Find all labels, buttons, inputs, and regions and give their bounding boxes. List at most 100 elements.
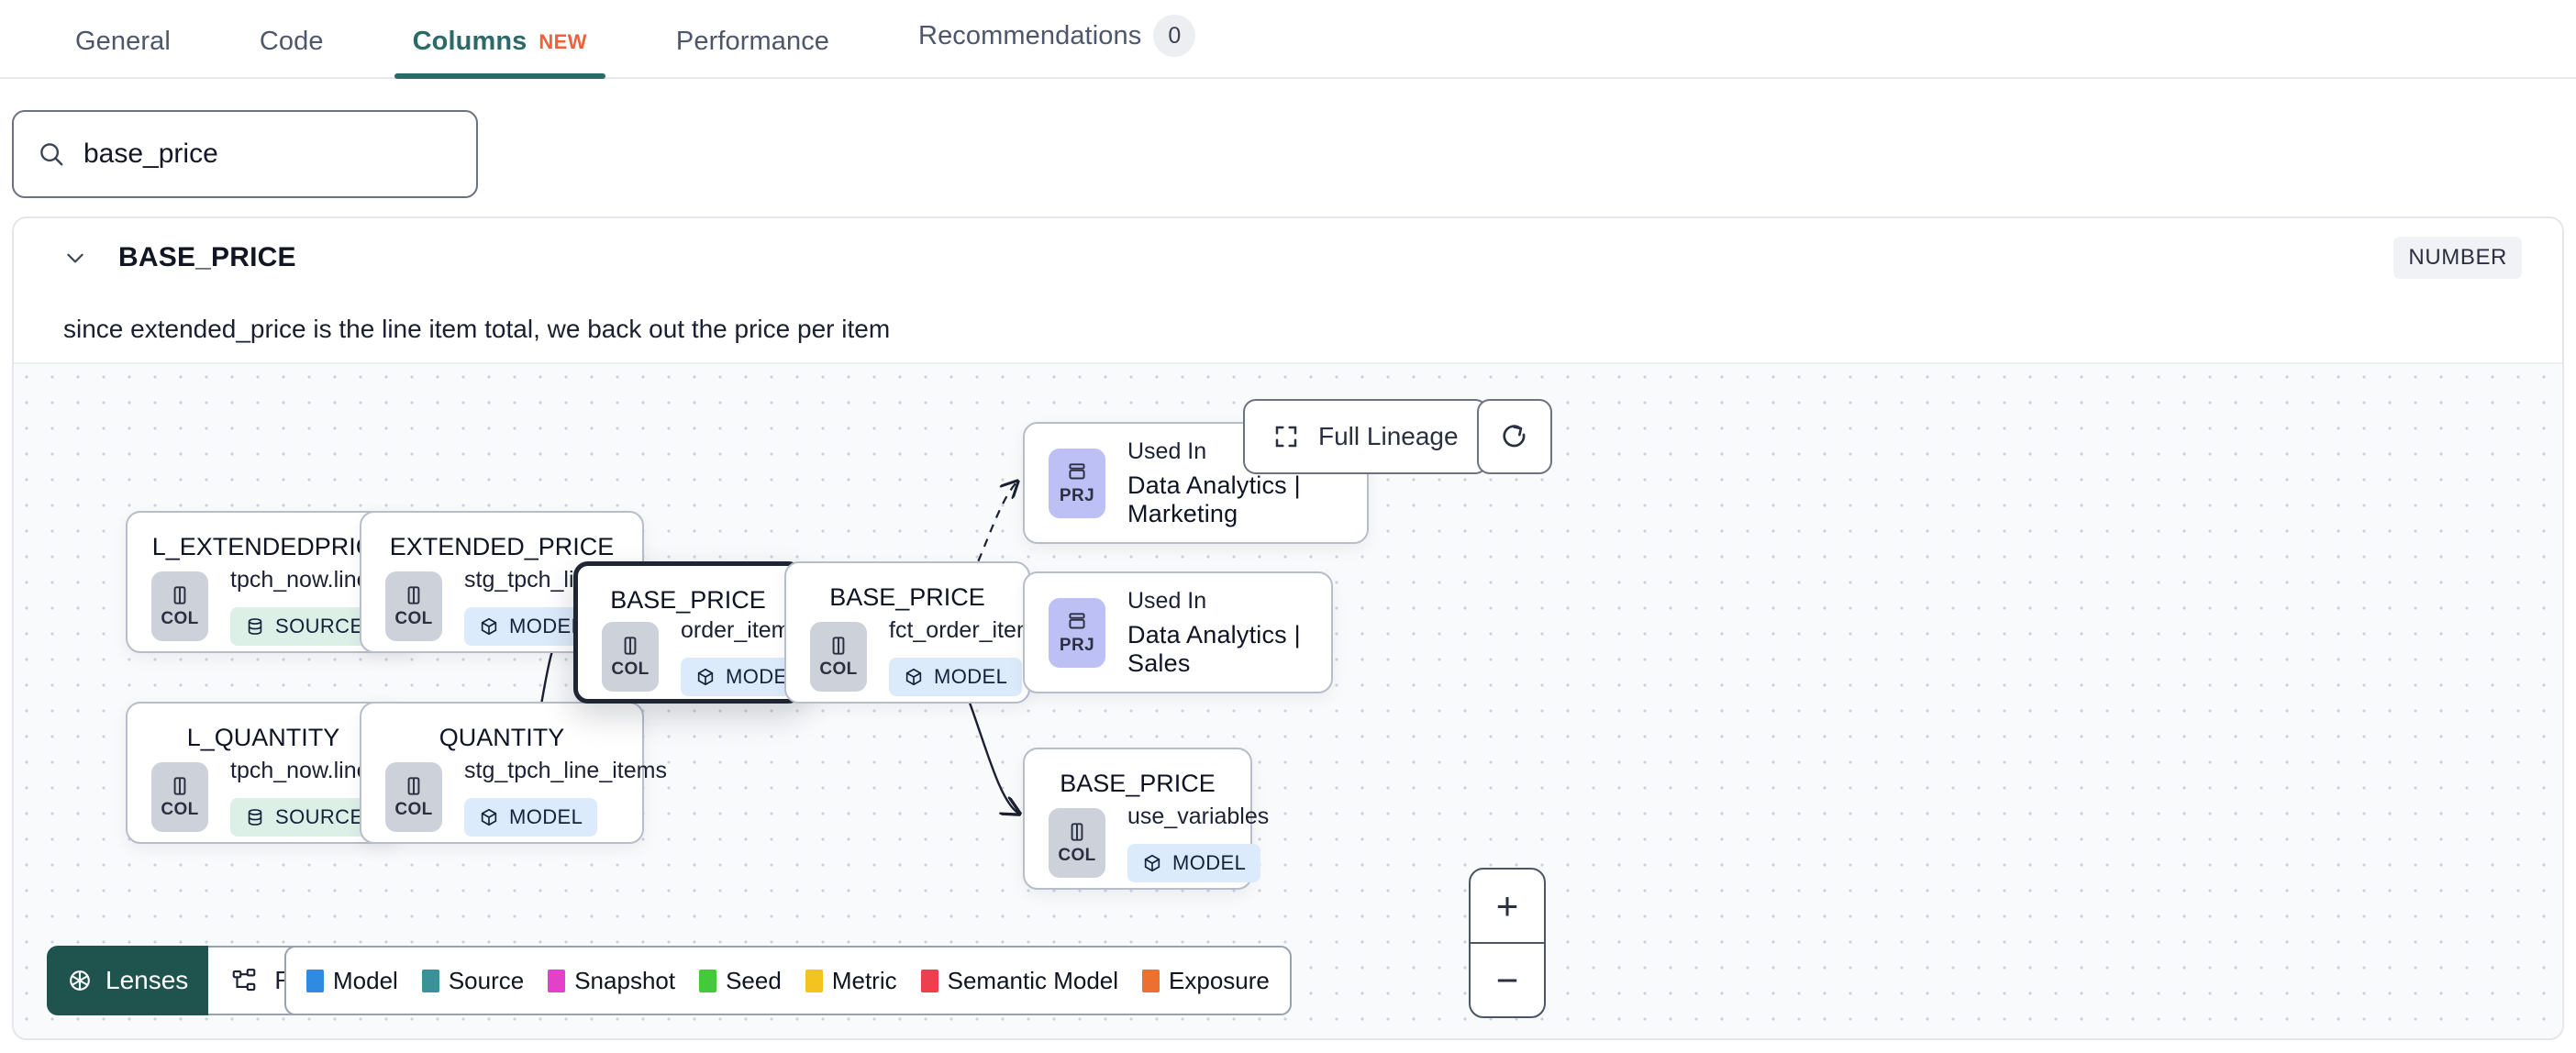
legend-label: Snapshot	[574, 966, 676, 994]
lenses-button[interactable]: Lenses	[47, 946, 209, 1015]
legend-swatch	[548, 969, 566, 992]
lineage-node-project-sales[interactable]: PRJ Used In Data Analytics | Sales	[1023, 571, 1333, 693]
expand-icon	[1275, 426, 1297, 448]
lineage-node-title: Used In	[1127, 438, 1207, 464]
column-icon: COL	[810, 622, 867, 692]
lineage-node-subtitle: stg_tpch_line_items	[464, 758, 667, 783]
legend-item-model: Model	[306, 967, 398, 995]
legend-label: Source	[448, 966, 525, 994]
column-icon: COL	[151, 571, 208, 641]
tab-label: Performance	[675, 27, 830, 56]
legend-swatch	[805, 969, 823, 992]
legend-swatch	[306, 969, 324, 992]
legend: Model Source Snapshot Seed Metric Semant…	[284, 946, 1292, 1015]
lineage-node-base-price-order-items[interactable]: BASE_PRICE COL order_items MODEL	[573, 561, 815, 704]
lineage-node-title: Used In	[1127, 587, 1207, 614]
column-type-badge: NUMBER	[2393, 236, 2522, 279]
zoom-in-button[interactable]: +	[1471, 870, 1544, 944]
column-description: since extended_price is the line item to…	[63, 315, 891, 343]
refresh-icon	[1503, 425, 1526, 448]
lineage-node-badge-label: SOURCE	[275, 615, 364, 637]
tab-code[interactable]: Code	[241, 27, 342, 77]
full-lineage-button[interactable]: Full Lineage	[1243, 399, 1488, 474]
archive-icon	[1069, 462, 1085, 479]
lineage-node-title: EXTENDED_PRICE	[389, 533, 615, 560]
legend-swatch	[421, 969, 439, 992]
lineage-node-base-price-fct-order-items[interactable]: BASE_PRICE COL fct_order_items MODEL	[784, 561, 1047, 704]
cube-icon	[905, 668, 922, 686]
tab-label: General	[75, 27, 171, 56]
legend-label: Model	[333, 966, 398, 994]
lineage-node-title: L_QUANTITY	[186, 724, 340, 751]
lineage-node-subtitle: Data Analytics | Marketing	[1127, 471, 1301, 527]
lineage-node-title: BASE_PRICE	[1060, 770, 1216, 797]
lineage-node-badge-label: MODEL	[509, 805, 583, 828]
lineage-node-title: QUANTITY	[439, 724, 565, 751]
tab-general[interactable]: General	[57, 27, 189, 77]
column-icon-label: COL	[819, 660, 858, 679]
column-icon-label: COL	[394, 609, 433, 628]
lineage-node-base-price-use-variables[interactable]: BASE_PRICE COL use_variables MODEL	[1023, 748, 1269, 890]
tab-performance[interactable]: Performance	[658, 27, 848, 77]
legend-label: Metric	[831, 966, 897, 994]
cube-icon	[481, 617, 497, 636]
column-icon: COL	[151, 762, 208, 832]
search-input[interactable]: base_price	[12, 110, 478, 198]
project-icon: PRJ	[1049, 448, 1105, 518]
zoom-controls[interactable]: + −	[1469, 868, 1546, 1018]
column-icon: COL	[1049, 808, 1105, 878]
column-icon-label: COL	[1058, 846, 1096, 865]
legend-label: Semantic Model	[947, 966, 1119, 994]
zoom-out-button[interactable]: −	[1495, 958, 1519, 1002]
legend-label: Exposure	[1169, 966, 1270, 994]
column-icon: COL	[385, 762, 442, 832]
lineage-node-badge: MODEL	[1127, 844, 1261, 882]
legend-item-seed: Seed	[699, 967, 782, 995]
database-icon	[248, 809, 262, 826]
lenses-label: Lenses	[105, 966, 189, 994]
project-icon: PRJ	[1049, 597, 1105, 668]
lineage-node-title: L_EXTENDEDPRICE	[151, 533, 391, 560]
lineage-node-project-marketing[interactable]: PRJ Used In Data Analytics | Marketing	[1023, 422, 1369, 544]
column-icon-label: COL	[161, 800, 199, 819]
lineage-node-quantity[interactable]: QUANTITY COL stg_tpch_line_items MODEL	[360, 702, 667, 851]
lineage-node-badge-label: SOURCE	[275, 805, 364, 828]
legend-swatch	[1142, 969, 1160, 992]
tab-label: Code	[259, 27, 324, 56]
column-panel: BASE_PRICE NUMBER since extended_price i…	[12, 216, 2564, 1040]
column-header: BASE_PRICE NUMBER	[14, 218, 2562, 296]
cube-icon	[697, 668, 714, 686]
archive-icon	[1069, 612, 1085, 628]
lineage-node-badge: MODEL	[464, 798, 598, 837]
legend-item-source: Source	[421, 966, 525, 995]
tab-bar: General Code Columns NEW Performance Rec…	[0, 0, 2576, 79]
lineage-node-subtitle: use_variables	[1127, 804, 1270, 829]
lineage-node-badge: SOURCE	[230, 607, 379, 646]
refresh-button[interactable]	[1477, 399, 1552, 474]
lineage-node-badge-label: MODEL	[934, 665, 1008, 688]
lineage-node-badge: SOURCE	[230, 798, 379, 837]
chevron-down-icon[interactable]	[63, 246, 87, 270]
tab-columns[interactable]: Columns NEW	[394, 27, 606, 79]
lineage-node-title: BASE_PRICE	[610, 586, 766, 614]
tab-recommendations[interactable]: Recommendations 0	[900, 15, 1214, 77]
legend-item-snapshot: Snapshot	[548, 967, 675, 995]
lineage-canvas[interactable]: L_EXTENDEDPRICE COL tpch_now.lineitem	[14, 362, 2562, 1038]
lineage-node-subtitle: order_items	[681, 617, 802, 643]
lineage-node-subtitle: Data Analytics | Sales	[1127, 620, 1301, 677]
search-icon	[40, 143, 63, 166]
lineage-node-badge-label: MODEL	[1172, 851, 1247, 874]
project-icon-label: PRJ	[1059, 635, 1095, 655]
legend-item-exposure: Exposure	[1142, 967, 1270, 995]
lens-icon	[70, 970, 90, 991]
column-icon-label: COL	[611, 660, 650, 679]
lineage-node-badge: MODEL	[889, 658, 1023, 696]
tab-label: Recommendations	[918, 20, 1142, 50]
tab-label: Columns	[412, 27, 527, 56]
column-icon: COL	[385, 571, 442, 641]
project-icon-label: PRJ	[1059, 485, 1095, 505]
lineage-node-badge-label: MODEL	[509, 615, 583, 637]
legend-swatch	[920, 969, 938, 992]
page-title: BASE_PRICE	[118, 241, 296, 272]
legend-item-semantic-model: Semantic Model	[920, 966, 1119, 995]
